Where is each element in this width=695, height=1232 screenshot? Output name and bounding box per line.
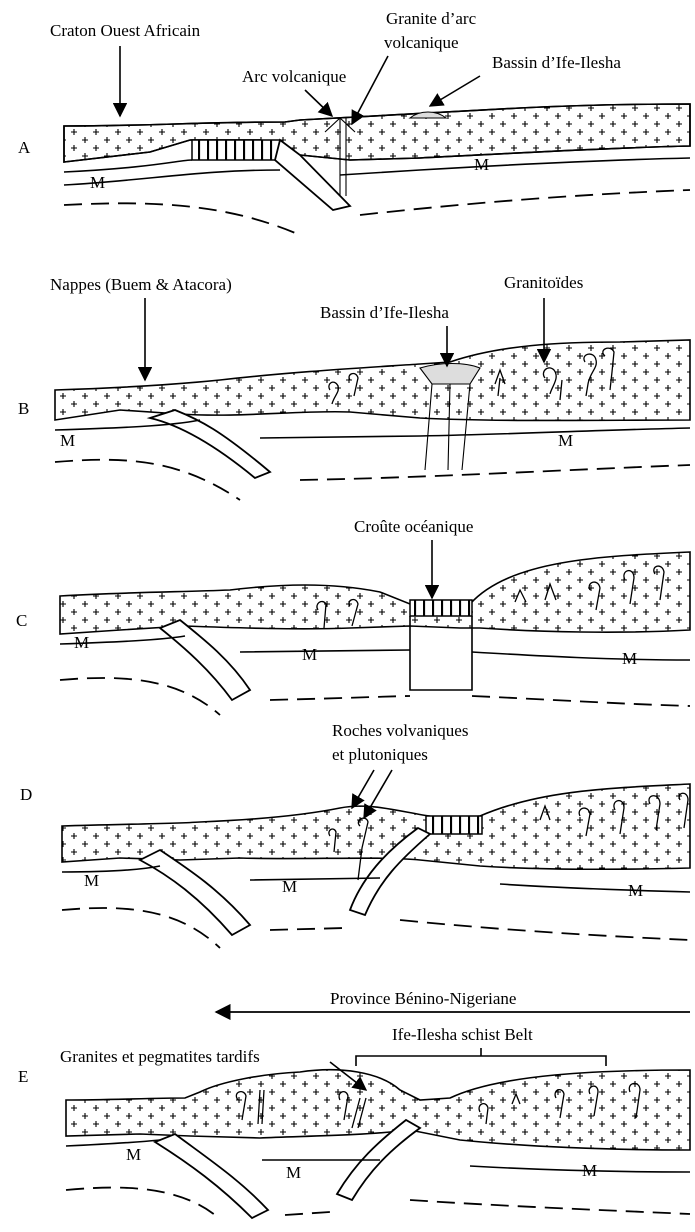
oceanic-crust-d: [426, 816, 482, 834]
label-granitoides: Granitoïdes: [504, 273, 583, 292]
label-roches-2: et plutoniques: [332, 745, 428, 764]
slab-e-left: [155, 1134, 268, 1218]
moho-label-e3: M: [582, 1161, 597, 1180]
moho-label-c2: M: [302, 645, 317, 664]
lithosphere-base-a: [64, 190, 690, 235]
label-arc-volcanique: Arc volcanique: [242, 67, 346, 86]
crust-c: [60, 552, 690, 634]
panel-e: E Province Bénino-Nigeriane Ife-Ilesha s…: [18, 989, 690, 1218]
panel-a: A M M Craton Ouest Africain Granite d’ar…: [18, 9, 690, 235]
moho-label-d2: M: [282, 877, 297, 896]
slab-d-left: [140, 850, 250, 935]
label-nappes: Nappes (Buem & Atacora): [50, 275, 232, 294]
panel-d: D M M M Roches volvaniques et plutonique…: [20, 721, 690, 948]
arrow-arc-volcanique: [305, 90, 332, 116]
label-croute-oceanique: Croûte océanique: [354, 517, 473, 536]
moho-label-a2: M: [474, 155, 489, 174]
schist-belt-bracket: [356, 1048, 606, 1066]
moho-label-e2: M: [286, 1163, 301, 1182]
moho-label-a1: M: [90, 173, 105, 192]
moho-line-b: [55, 420, 690, 438]
panel-c: C M M M Croûte océanique: [16, 517, 690, 715]
moho-label-d1: M: [84, 871, 99, 890]
crust-b: [55, 340, 690, 421]
moho-label-b2: M: [558, 431, 573, 450]
arrow-roches-1: [352, 770, 374, 808]
panel-a-letter: A: [18, 138, 31, 157]
panel-e-letter: E: [18, 1067, 28, 1086]
moho-label-e1: M: [126, 1145, 141, 1164]
moho-label-c1: M: [74, 633, 89, 652]
crust-a-fill: [64, 104, 690, 162]
arrow-bassin-a: [430, 76, 480, 106]
lithosphere-base-c: [60, 678, 690, 715]
crust-e: [66, 1070, 690, 1150]
label-province: Province Bénino-Nigeriane: [330, 989, 516, 1008]
moho-label-d3: M: [628, 881, 643, 900]
label-roches-1: Roches volvaniques: [332, 721, 468, 740]
label-granites-tardifs: Granites et pegmatites tardifs: [60, 1047, 260, 1066]
panel-b: B M M Nappes (Buem & Atacora) Bassin d’I…: [18, 273, 690, 500]
lithosphere-base-b: [55, 460, 690, 500]
label-craton: Craton Ouest Africain: [50, 21, 201, 40]
oceanic-crust-c: [410, 600, 472, 616]
panel-d-letter: D: [20, 785, 32, 804]
moho-label-b1: M: [60, 431, 75, 450]
moho-line-c: [60, 636, 690, 660]
moho-line-a: [64, 158, 690, 175]
oceanic-crust-a: [192, 140, 280, 160]
arrow-granite-arc: [352, 56, 388, 124]
lithosphere-base-d: [62, 908, 690, 948]
lithosphere-base-e: [66, 1188, 690, 1215]
label-bassin-a: Bassin d’Ife-Ilesha: [492, 53, 621, 72]
label-granite-arc-1: Granite d’arc: [386, 9, 477, 28]
moho-label-c3: M: [622, 649, 637, 668]
label-granite-arc-2: volcanique: [384, 33, 459, 52]
label-bassin-b: Bassin d’Ife-Ilesha: [320, 303, 449, 322]
panel-c-letter: C: [16, 611, 27, 630]
panel-b-letter: B: [18, 399, 29, 418]
label-schist-belt: Ife-Ilesha schist Belt: [392, 1025, 533, 1044]
